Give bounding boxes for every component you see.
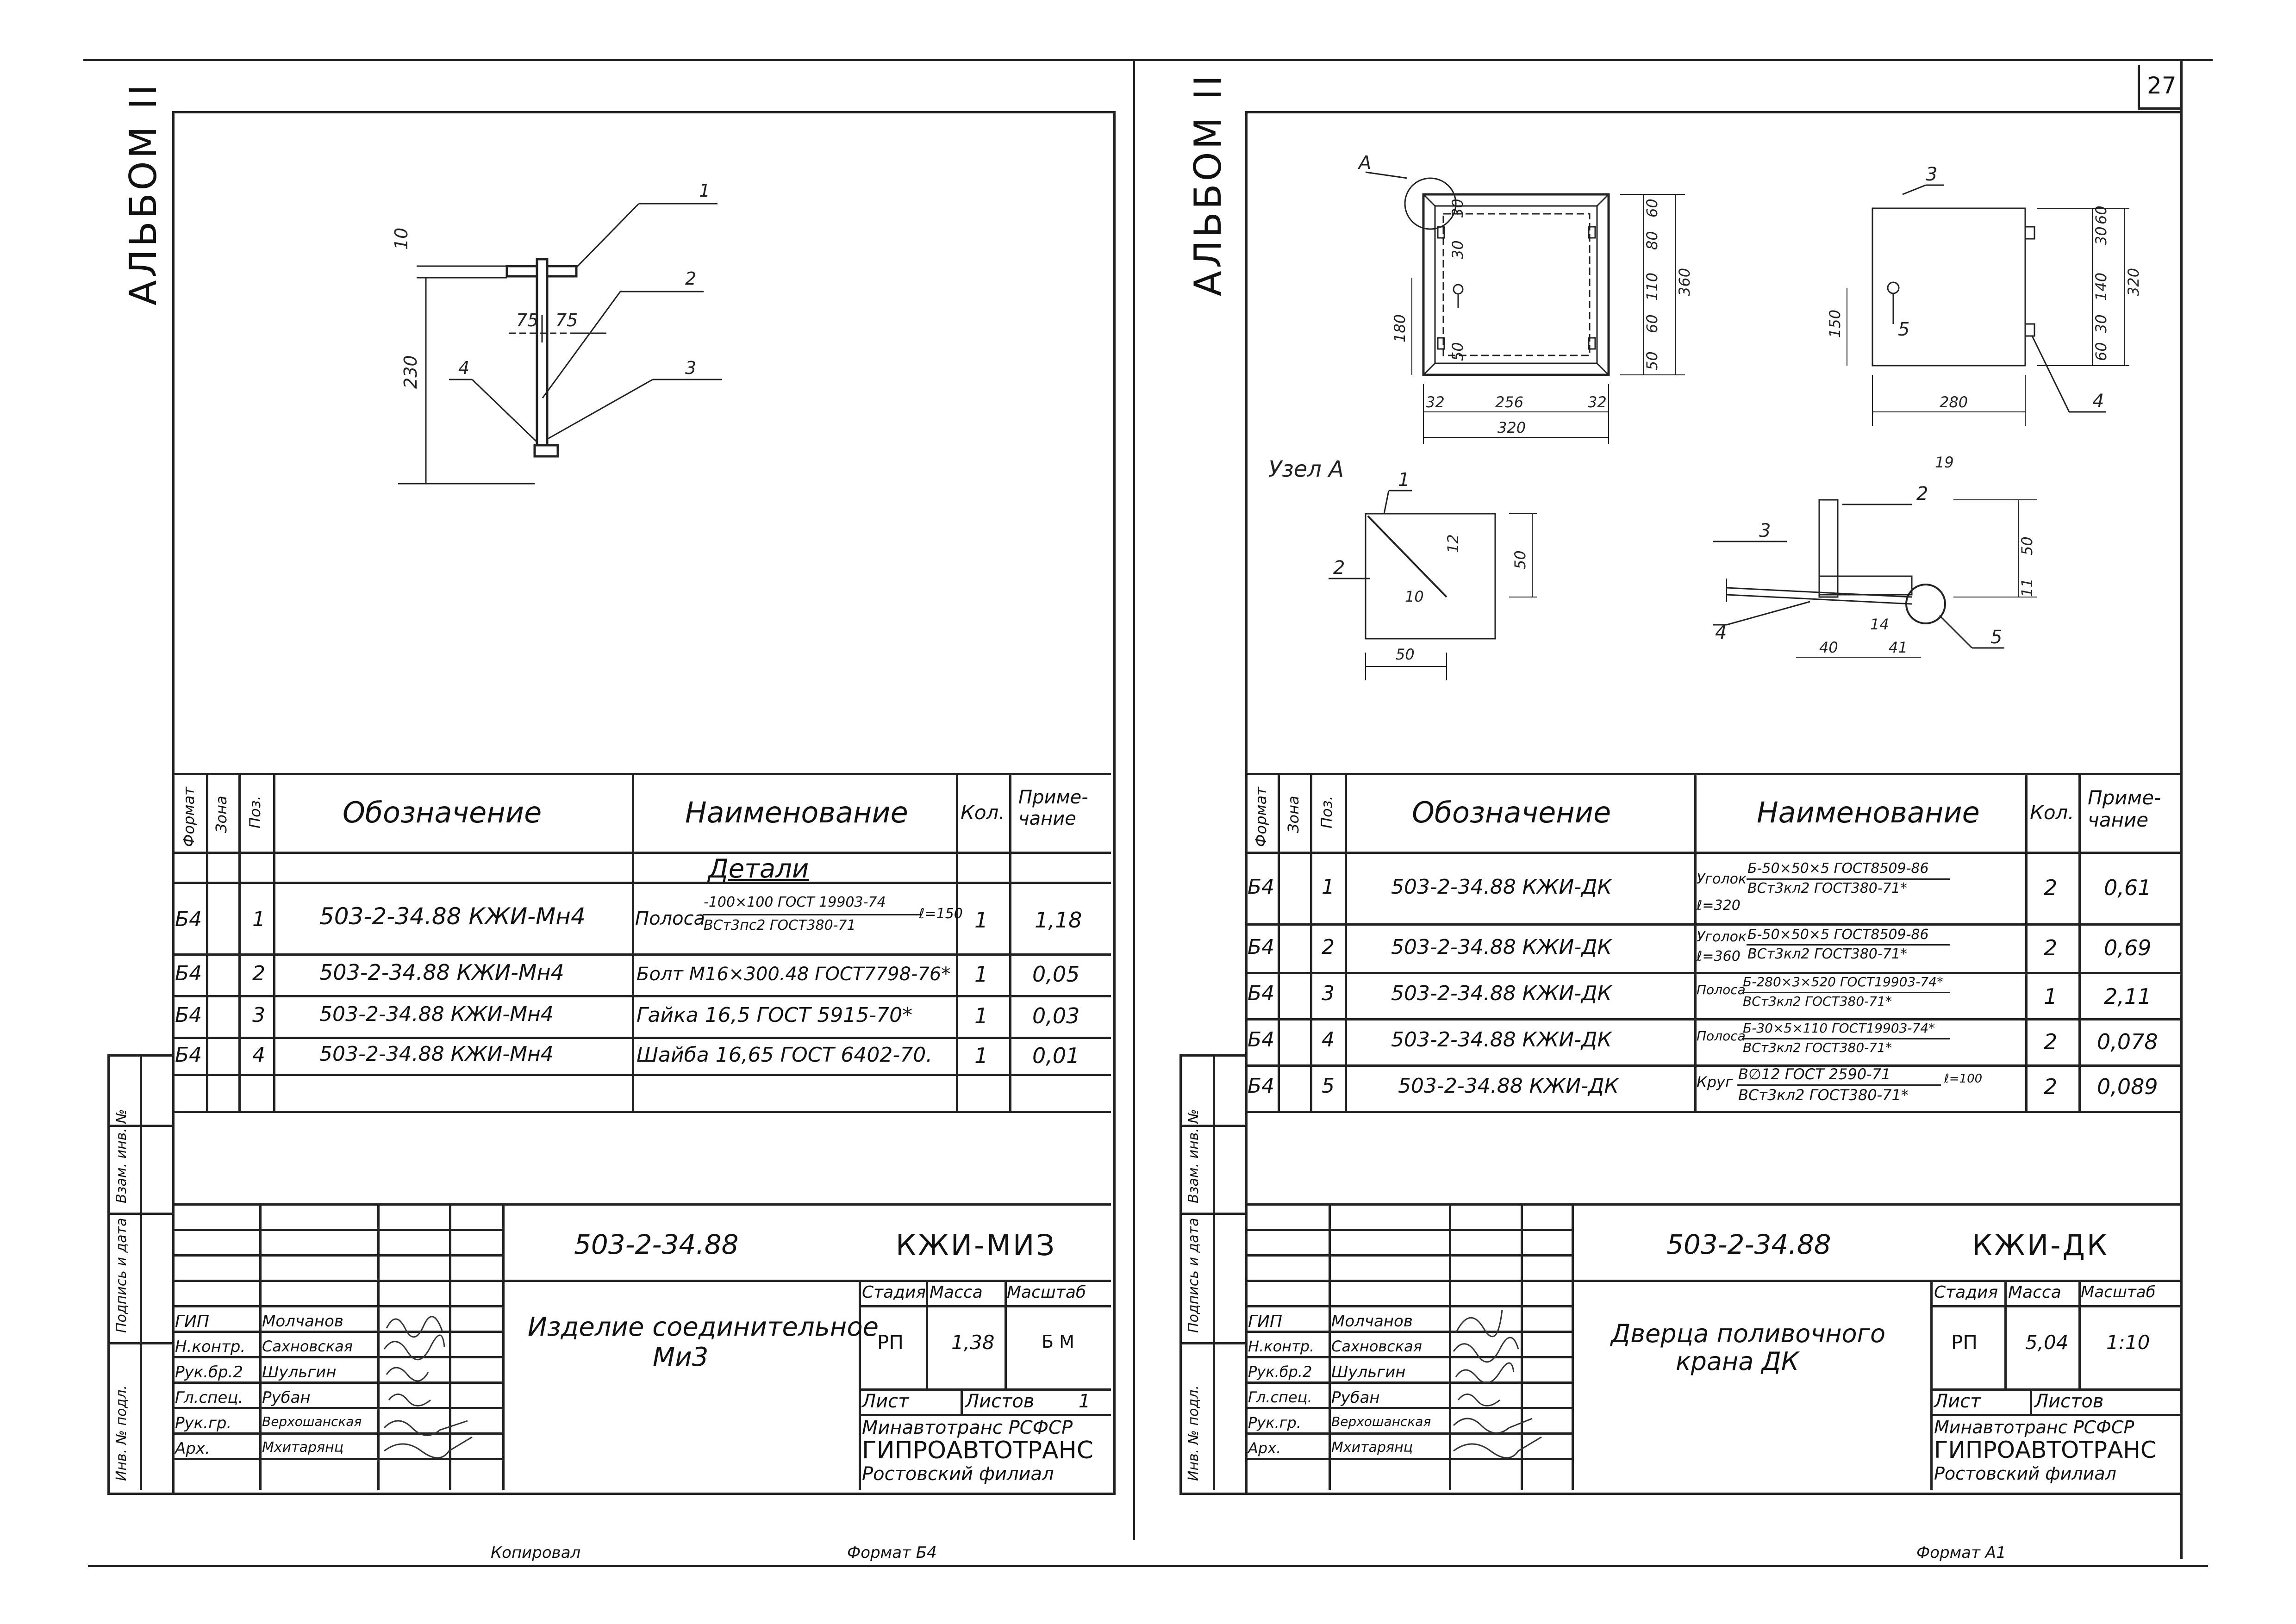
left-section-details: Детали xyxy=(708,854,809,884)
left-hdr-designation: Обозначение xyxy=(343,796,542,829)
svg-text:360: 360 xyxy=(1676,268,1693,296)
right-hdr-note: Приме- чание xyxy=(2088,786,2161,832)
page-number-box xyxy=(2138,65,2183,110)
svg-text:60: 60 xyxy=(2092,205,2110,224)
top-rule xyxy=(83,59,2213,61)
left-hdr-note: Приме- чание xyxy=(1018,787,1088,829)
left-dim-75b: 75 xyxy=(555,310,578,330)
svg-text:11: 11 xyxy=(2018,578,2036,597)
svg-text:10: 10 xyxy=(1405,588,1424,605)
right-callout-5b: 5 xyxy=(1990,627,2002,648)
svg-text:140: 140 xyxy=(2092,273,2110,301)
svg-text:280: 280 xyxy=(1940,393,1968,411)
sheet-divider xyxy=(1133,59,1135,1540)
left-dim-10: 10 xyxy=(391,228,412,250)
svg-text:30: 30 xyxy=(2092,226,2110,245)
right-callout-1: 1 xyxy=(1398,469,1410,491)
svg-text:180: 180 xyxy=(1391,314,1409,342)
svg-text:320: 320 xyxy=(1497,419,1526,436)
left-hdr-name: Наименование xyxy=(685,796,908,829)
left-dim-75a: 75 xyxy=(516,310,538,330)
svg-text:50: 50 xyxy=(1396,646,1415,663)
right-scale: 1:10 xyxy=(2106,1331,2150,1354)
svg-text:320: 320 xyxy=(2125,268,2142,296)
left-mass: 1,38 xyxy=(951,1331,995,1354)
svg-text:32: 32 xyxy=(1588,393,1607,411)
right-callout-3b: 3 xyxy=(1759,520,1771,541)
svg-text:50: 50 xyxy=(2018,536,2036,555)
left-hdr-qty: Кол. xyxy=(961,801,1005,824)
svg-text:14: 14 xyxy=(1870,616,1889,633)
svg-text:60: 60 xyxy=(2092,342,2110,361)
left-callout-3: 3 xyxy=(685,358,696,378)
left-title-line1: Изделие соединительное xyxy=(528,1312,879,1342)
left-scale: Б М xyxy=(1042,1332,1074,1352)
page-number: 27 xyxy=(2147,72,2177,99)
svg-text:60: 60 xyxy=(1643,199,1661,218)
left-frame xyxy=(172,111,1116,1495)
svg-text:60: 60 xyxy=(1643,314,1661,333)
left-callout-1: 1 xyxy=(699,180,710,201)
svg-text:80: 80 xyxy=(1643,231,1661,250)
right-callout-4a: 4 xyxy=(2092,391,2104,412)
left-title-line2: Ми3 xyxy=(653,1342,709,1372)
format-label-right: Формат А1 xyxy=(1916,1543,2006,1562)
svg-text:110: 110 xyxy=(1643,273,1661,301)
right-callout-A: А xyxy=(1357,152,1371,174)
right-hdr-designation: Обозначение xyxy=(1412,796,1611,829)
format-label-left: Формат Б4 xyxy=(847,1543,937,1562)
right-frame xyxy=(1245,111,2183,1495)
right-callout-2b: 2 xyxy=(1916,483,1928,504)
left-dim-230: 230 xyxy=(400,355,421,389)
right-callout-4b: 4 xyxy=(1715,622,1727,643)
copied-label: Копировал xyxy=(491,1543,581,1562)
right-doc-mark: КЖИ-ДК xyxy=(1972,1228,2109,1262)
right-title-line2: крана ДК xyxy=(1676,1347,1799,1376)
left-callout-4: 4 xyxy=(458,358,469,378)
svg-text:40: 40 xyxy=(1819,639,1838,656)
right-doc-code: 503-2-34.88 xyxy=(1666,1229,1831,1260)
svg-text:19: 19 xyxy=(1935,454,1954,471)
svg-text:256: 256 xyxy=(1495,393,1523,411)
bottom-rule xyxy=(88,1565,2208,1567)
svg-text:50: 50 xyxy=(1449,342,1466,361)
svg-text:12: 12 xyxy=(1444,534,1462,553)
right-mass: 5,04 xyxy=(2025,1331,2069,1354)
right-stage: РП xyxy=(1951,1331,1978,1354)
left-doc-mark: КЖИ-МИЗ xyxy=(896,1228,1057,1262)
svg-text:32: 32 xyxy=(1426,393,1445,411)
svg-text:50: 50 xyxy=(1643,351,1661,370)
right-callout-2a: 2 xyxy=(1333,557,1345,579)
left-stage: РП xyxy=(877,1331,904,1354)
right-hdr-qty: Кол. xyxy=(2030,801,2074,824)
right-edge xyxy=(2180,59,2183,1559)
right-hdr-name: Наименование xyxy=(1757,796,1980,829)
right-callout-5a: 5 xyxy=(1898,319,1909,340)
svg-text:150: 150 xyxy=(1826,310,1844,338)
svg-text:41: 41 xyxy=(1889,639,1908,656)
svg-text:30: 30 xyxy=(1449,199,1466,218)
left-callout-2: 2 xyxy=(685,268,696,289)
svg-text:30: 30 xyxy=(2092,314,2110,333)
right-node-label: Узел А xyxy=(1268,456,1344,482)
right-callout-3a: 3 xyxy=(1926,164,1937,185)
right-title-line1: Дверца поливочного xyxy=(1611,1319,1885,1348)
svg-text:30: 30 xyxy=(1449,240,1466,259)
svg-text:50: 50 xyxy=(1511,550,1529,569)
left-doc-code: 503-2-34.88 xyxy=(574,1229,739,1260)
